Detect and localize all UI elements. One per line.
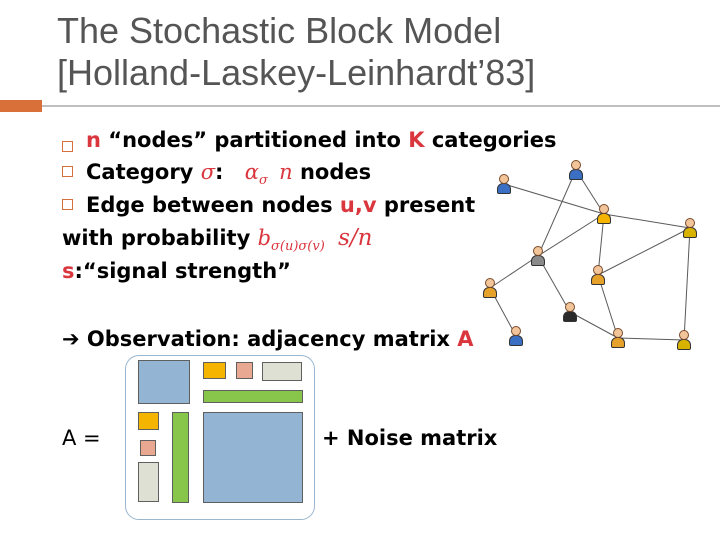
k-variable: K [408, 128, 425, 152]
edge [569, 311, 619, 339]
node-head [685, 218, 695, 228]
edge [489, 255, 539, 289]
bullet-marker-1 [62, 141, 73, 152]
edge [503, 183, 605, 215]
block-32 [172, 412, 189, 503]
node-body [677, 339, 691, 350]
bullet-marker-2 [62, 166, 73, 177]
uv-variables: u,v [339, 193, 377, 217]
title-rule [0, 100, 720, 112]
node-body [591, 274, 605, 285]
arrow-icon: ➔ [62, 327, 80, 351]
node-head [599, 204, 609, 214]
network-node-person-icon [677, 330, 691, 350]
alpha-subscript: σ [258, 173, 268, 189]
network-node-person-icon [611, 328, 625, 348]
node-body [611, 337, 625, 348]
network-node-person-icon [497, 174, 511, 194]
block-21-small [140, 440, 156, 456]
bullet-1-text: “nodes” partitioned into [100, 128, 409, 152]
node-body [597, 213, 611, 224]
node-body [497, 183, 511, 194]
equation-rhs: + Noise matrix [322, 426, 498, 450]
block-33 [203, 412, 303, 503]
b-subscript: σ(u)σ(v) [271, 239, 325, 255]
bullet-2: Category σ: ασ n nodes [86, 159, 371, 194]
node-head [571, 160, 581, 170]
node-head [485, 278, 495, 288]
s-variable: s [62, 259, 75, 283]
bullet-3-text: Edge between nodes [86, 193, 340, 217]
a-variable: A [457, 327, 474, 351]
node-head [499, 174, 509, 184]
node-head [511, 326, 521, 336]
title-rule-accent [0, 100, 42, 112]
alpha-symbol: ασ [244, 160, 268, 188]
bullet-2-text: Category [86, 160, 201, 184]
title-rule-line [42, 105, 720, 107]
slide-title: The Stochastic Block Model [Holland-Lask… [57, 10, 697, 94]
node-body [683, 227, 697, 238]
network-node-person-icon [531, 246, 545, 266]
edge [537, 213, 605, 257]
edge [597, 213, 605, 276]
network-edges [489, 169, 691, 341]
node-body [563, 311, 577, 322]
block-13 [262, 362, 302, 381]
probability-text: with probability [62, 226, 258, 250]
b-symbol: bσ(u)σ(v) [257, 226, 325, 254]
network-node-person-icon [509, 326, 523, 346]
network-node-person-icon [483, 278, 497, 298]
alpha-letter: α [244, 160, 259, 184]
node-head [533, 246, 543, 256]
block-31 [138, 462, 159, 502]
observation-text: Observation: adjacency matrix [79, 327, 458, 351]
n-variable: n [86, 128, 101, 152]
network-node-person-icon [591, 265, 605, 285]
equation-lhs: A = [62, 426, 101, 450]
edge [597, 274, 619, 339]
block-23 [203, 390, 303, 403]
node-body [509, 335, 523, 346]
signal-text: :“signal strength” [74, 259, 291, 283]
bullet-1: n “nodes” partitioned into K categories [86, 127, 557, 153]
bullet-3-tail: present [376, 193, 476, 217]
node-body [569, 169, 583, 180]
block-matrix-frame [125, 355, 315, 520]
n-symbol: n [279, 160, 293, 184]
block-12 [203, 362, 226, 379]
network-node-person-icon [569, 160, 583, 180]
b-letter: b [257, 226, 272, 250]
signal-line: s:“signal strength” [62, 258, 291, 284]
bullet-1-tail: categories [424, 128, 557, 152]
bullet-2-tail: nodes [292, 160, 372, 184]
node-head [613, 328, 623, 338]
node-body [531, 255, 545, 266]
title-line-1: The Stochastic Block Model [57, 10, 502, 51]
probability-line: with probability bσ(u)σ(v) s/n [62, 225, 373, 260]
edge [603, 213, 691, 229]
node-body [483, 287, 497, 298]
s-over-n: s/n [338, 225, 373, 251]
block-21 [138, 412, 159, 430]
block-11 [138, 360, 190, 404]
bullet-3: Edge between nodes u,v present [86, 192, 475, 218]
edge [683, 227, 691, 341]
edge [617, 337, 685, 341]
node-head [565, 302, 575, 312]
bullet-marker-3 [62, 199, 73, 210]
block-12-small [236, 362, 253, 379]
bullet-2-colon: : [215, 160, 224, 184]
edge [597, 227, 691, 276]
network-node-person-icon [563, 302, 577, 322]
title-line-2: [Holland-Laskey-Leinhardt’83] [57, 52, 536, 93]
network-node-person-icon [597, 204, 611, 224]
node-head [679, 330, 689, 340]
network-node-person-icon [683, 218, 697, 238]
sigma-symbol: σ [200, 160, 216, 184]
node-head [593, 265, 603, 275]
observation-line: ➔ Observation: adjacency matrix A [62, 326, 474, 352]
edge [537, 169, 577, 257]
